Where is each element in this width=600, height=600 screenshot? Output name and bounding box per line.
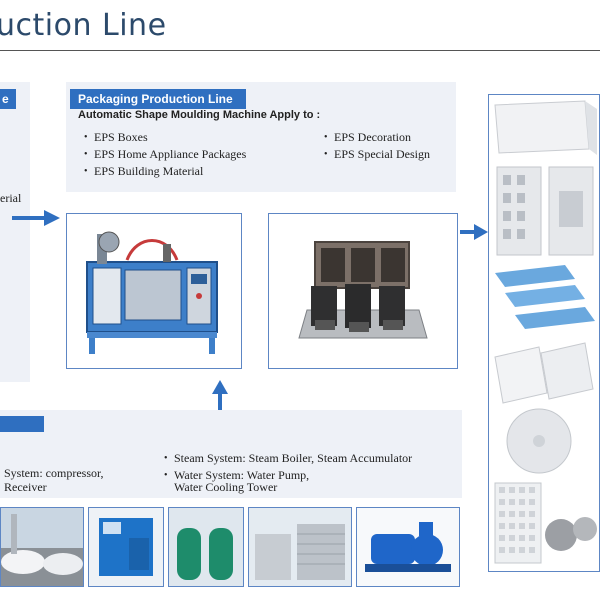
eps-products-icon bbox=[494, 100, 597, 564]
title-divider bbox=[0, 50, 600, 51]
moulding-machine-image bbox=[66, 213, 242, 369]
mould-image bbox=[268, 213, 458, 369]
arrow-icon bbox=[212, 380, 228, 410]
list-item: EPS Building Material bbox=[84, 163, 246, 180]
packaging-subtitle: Automatic Shape Moulding Machine Apply t… bbox=[78, 109, 321, 121]
compressor-icon bbox=[89, 508, 163, 586]
utility-panel-tag bbox=[0, 416, 44, 432]
water-pump-image bbox=[356, 507, 460, 587]
utility-list: Steam System: Steam Boiler, Steam Accumu… bbox=[164, 450, 412, 484]
packaging-list-left: EPS Boxes EPS Home Appliance Packages EP… bbox=[84, 129, 246, 180]
tanks-green-image bbox=[168, 507, 244, 587]
list-item: Water System: Water Pump, bbox=[164, 467, 412, 484]
water-system-text-2: Water Cooling Tower bbox=[174, 480, 278, 494]
mould-icon bbox=[298, 241, 428, 339]
left-panel-text: erial bbox=[0, 191, 22, 205]
list-item: EPS Decoration bbox=[324, 129, 430, 146]
list-item: EPS Home Appliance Packages bbox=[84, 146, 246, 163]
air-system-text-2: Receiver bbox=[4, 480, 47, 494]
page-title: uction Line bbox=[0, 8, 167, 43]
list-item: Steam System: Steam Boiler, Steam Accumu… bbox=[164, 450, 412, 467]
packaging-list-right: EPS Decoration EPS Special Design bbox=[324, 129, 430, 163]
storage-tanks-icon bbox=[169, 508, 243, 586]
tanks-icon bbox=[1, 508, 83, 586]
tanks-image bbox=[0, 507, 84, 587]
packaging-panel-tag: Packaging Production Line bbox=[70, 89, 246, 109]
air-system-text: System: compressor, bbox=[4, 466, 104, 480]
products-panel bbox=[488, 94, 600, 572]
cooling-tower-image bbox=[248, 507, 352, 587]
arrow-icon bbox=[460, 224, 488, 240]
list-item: EPS Boxes bbox=[84, 129, 246, 146]
moulding-machine-icon bbox=[86, 231, 218, 354]
compressor-image bbox=[88, 507, 164, 587]
water-pump-icon bbox=[357, 508, 459, 586]
left-panel bbox=[0, 82, 30, 382]
cooling-tower-icon bbox=[249, 508, 351, 586]
left-panel-tag: e bbox=[0, 89, 16, 109]
arrow-icon bbox=[12, 210, 60, 226]
list-item: EPS Special Design bbox=[324, 146, 430, 163]
